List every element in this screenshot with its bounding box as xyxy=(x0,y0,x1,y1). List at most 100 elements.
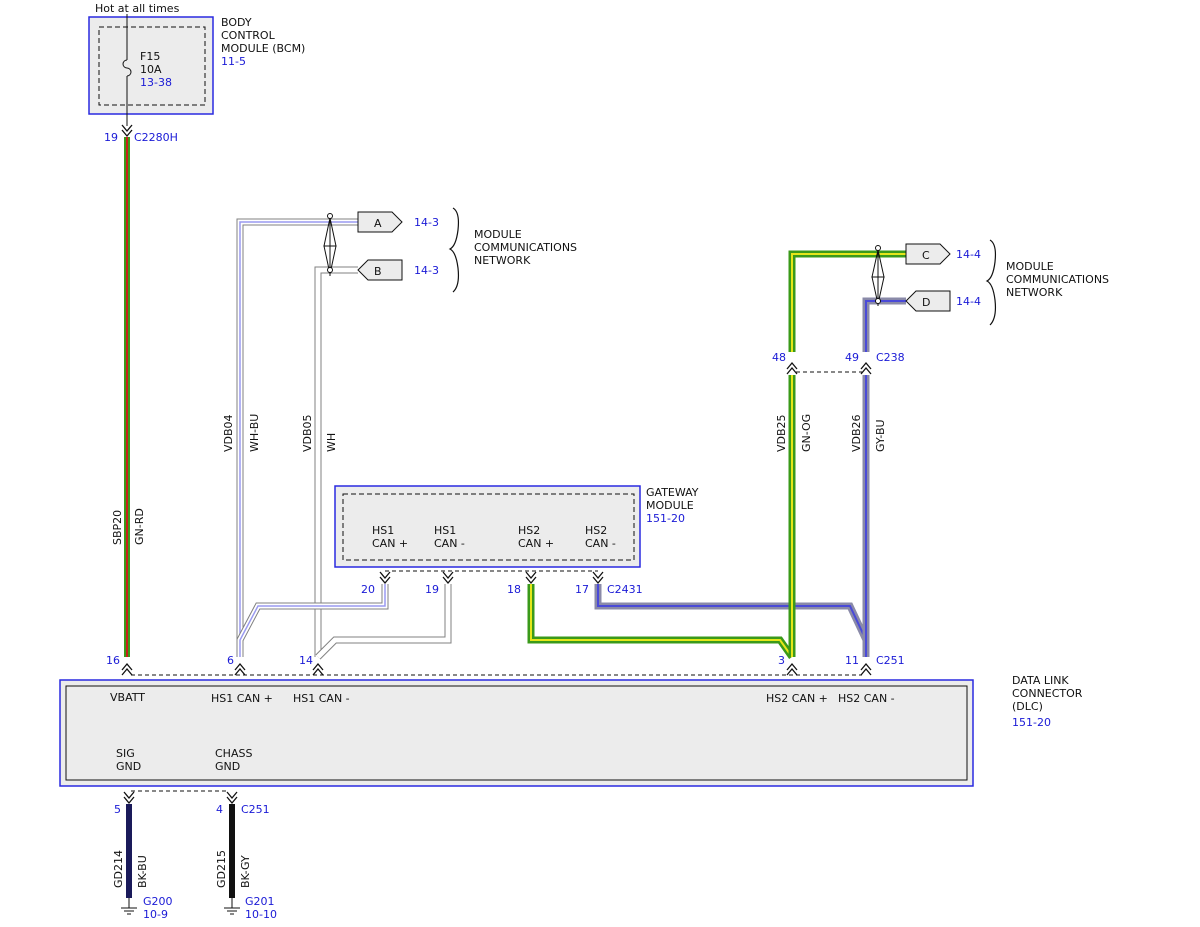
fuse-ref: 13-38 xyxy=(140,76,172,89)
ground-g201-name: G201 xyxy=(245,895,275,908)
bcm-name-line-1: BODY xyxy=(221,16,252,29)
fuse-icon xyxy=(122,59,132,77)
bcm-name-line-2: CONTROL xyxy=(221,29,276,42)
wire-vdb04-circuit: VDB04 xyxy=(222,414,235,452)
wire-gw-hs1-can-minus xyxy=(315,584,452,660)
wire-gd214-circuit: GD214 xyxy=(112,850,125,888)
dlc-pin-3-number: 3 xyxy=(778,654,785,667)
c2431-pin-18-icon xyxy=(525,571,537,585)
wire-vdb25 xyxy=(788,250,906,352)
c2431-pin-18-number: 18 xyxy=(507,583,521,596)
tag-c xyxy=(905,243,951,265)
wire-vdb04-color: WH-BU xyxy=(248,414,261,452)
wire-gd215-color: BK-GY xyxy=(239,855,252,888)
tag-c-letter: C xyxy=(922,249,930,262)
wire-vdb05-circuit: VDB05 xyxy=(301,414,314,452)
ground-g200-name: G200 xyxy=(143,895,173,908)
dlc-label-hs2-can-minus: HS2 CAN - xyxy=(838,692,895,705)
c238-connector-label: C238 xyxy=(876,351,905,364)
dlc-bottom-connector-label: C251 xyxy=(241,803,270,816)
fuse-name: F15 xyxy=(140,50,160,63)
dlc-pin-6-number: 6 xyxy=(227,654,234,667)
gateway-pin-2-line-1: HS1 xyxy=(434,524,456,537)
dlc-name-line-1: DATA LINK xyxy=(1012,674,1069,687)
tag-b-ref: 14-3 xyxy=(414,264,439,277)
dlc-ref: 151-20 xyxy=(1012,716,1051,729)
twisted-pair-icon-right xyxy=(871,245,885,306)
c238-pin-b-icon xyxy=(860,361,872,375)
wire-sbp20-color: GN-RD xyxy=(133,508,146,545)
network-left-line-3: NETWORK xyxy=(474,254,531,267)
dlc-pin-14-icon xyxy=(312,662,324,676)
wire-gd214-color: BK-BU xyxy=(136,855,149,888)
twisted-pair-icon-left xyxy=(323,213,337,276)
c2431-connector-label: C2431 xyxy=(607,583,643,596)
gateway-name-line-1: GATEWAY xyxy=(646,486,699,499)
c2431-pin-19-icon xyxy=(442,571,454,585)
dlc-sig-gnd-line-2: GND xyxy=(116,760,141,773)
dlc-pin-5-number: 5 xyxy=(114,803,121,816)
dlc-box xyxy=(59,679,974,787)
tag-d-letter: D xyxy=(922,296,930,309)
dlc-pin-5-icon xyxy=(123,791,135,805)
dlc-pin-4-number: 4 xyxy=(216,803,223,816)
ground-g200-ref: 10-9 xyxy=(143,908,168,921)
fuse-rating: 10A xyxy=(140,63,162,76)
gateway-pin-4-line-1: HS2 xyxy=(585,524,607,537)
c2280h-pin-number: 19 xyxy=(104,131,118,144)
c2431-pin-20-icon xyxy=(379,571,391,585)
wire-vdb26-circuit: VDB26 xyxy=(850,414,863,452)
dlc-connector-label: C251 xyxy=(876,654,905,667)
c2431-pin-17-icon xyxy=(592,571,604,585)
dlc-label-hs1-can-plus: HS1 CAN + xyxy=(211,692,273,705)
tag-c-ref: 14-4 xyxy=(956,248,981,261)
network-left-line-2: COMMUNICATIONS xyxy=(474,241,577,254)
dlc-pin-14-number: 14 xyxy=(299,654,313,667)
wire-vdb05 xyxy=(314,266,358,657)
c2280h-pin-icon xyxy=(121,124,133,138)
tag-b-letter: B xyxy=(374,265,382,278)
gateway-pin-1-line-2: CAN + xyxy=(372,537,408,550)
bcm-ref: 11-5 xyxy=(221,55,246,68)
wire-sbp20-circuit: SBP20 xyxy=(111,510,124,545)
c2280h-connector-label: C2280H xyxy=(134,131,178,144)
tag-d xyxy=(905,290,951,312)
dlc-pin-16-icon xyxy=(121,662,133,676)
dlc-pin-16-number: 16 xyxy=(106,654,120,667)
dlc-name-line-2: CONNECTOR xyxy=(1012,687,1083,700)
hot-at-all-times-label: Hot at all times xyxy=(95,2,180,15)
dlc-label-hs1-can-minus: HS1 CAN - xyxy=(293,692,350,705)
c238-pin-b-number: 49 xyxy=(845,351,859,364)
dlc-inner-box xyxy=(65,685,968,781)
bcm-name-line-3: MODULE (BCM) xyxy=(221,42,305,55)
dlc-pin-11-icon xyxy=(860,662,872,676)
gateway-inner-box xyxy=(342,493,635,561)
ground-g201-ref: 10-10 xyxy=(245,908,277,921)
wire-vdb05-color: WH xyxy=(325,433,338,452)
wire-vdb04 xyxy=(236,218,358,657)
wire-gw-hs1-can-plus xyxy=(236,584,389,657)
tag-b xyxy=(357,259,403,281)
gateway-pin-1-line-1: HS1 xyxy=(372,524,394,537)
wire-vdb25-color: GN-OG xyxy=(800,414,813,452)
c2431-pin-19-number: 19 xyxy=(425,583,439,596)
bcm-box xyxy=(88,16,214,115)
dlc-name-line-3: (DLC) xyxy=(1012,700,1043,713)
gateway-ref: 151-20 xyxy=(646,512,685,525)
c2431-pin-17-number: 17 xyxy=(575,583,589,596)
bracket-left xyxy=(448,207,460,293)
wire-gw-hs2-can-plus xyxy=(527,584,795,660)
tag-a xyxy=(357,211,403,233)
tag-d-ref: 14-4 xyxy=(956,295,981,308)
ground-icon-g200 xyxy=(121,898,137,915)
dlc-chass-gnd-line-2: GND xyxy=(215,760,240,773)
gateway-pin-4-line-2: CAN - xyxy=(585,537,616,550)
network-right-line-2: COMMUNICATIONS xyxy=(1006,273,1109,286)
dlc-label-vbatt: VBATT xyxy=(110,691,145,704)
dlc-pin-6-icon xyxy=(234,662,246,676)
network-right-line-1: MODULE xyxy=(1006,260,1054,273)
gateway-module-box xyxy=(334,485,641,568)
bracket-right xyxy=(985,239,997,326)
bcm-inner-box xyxy=(98,26,206,106)
